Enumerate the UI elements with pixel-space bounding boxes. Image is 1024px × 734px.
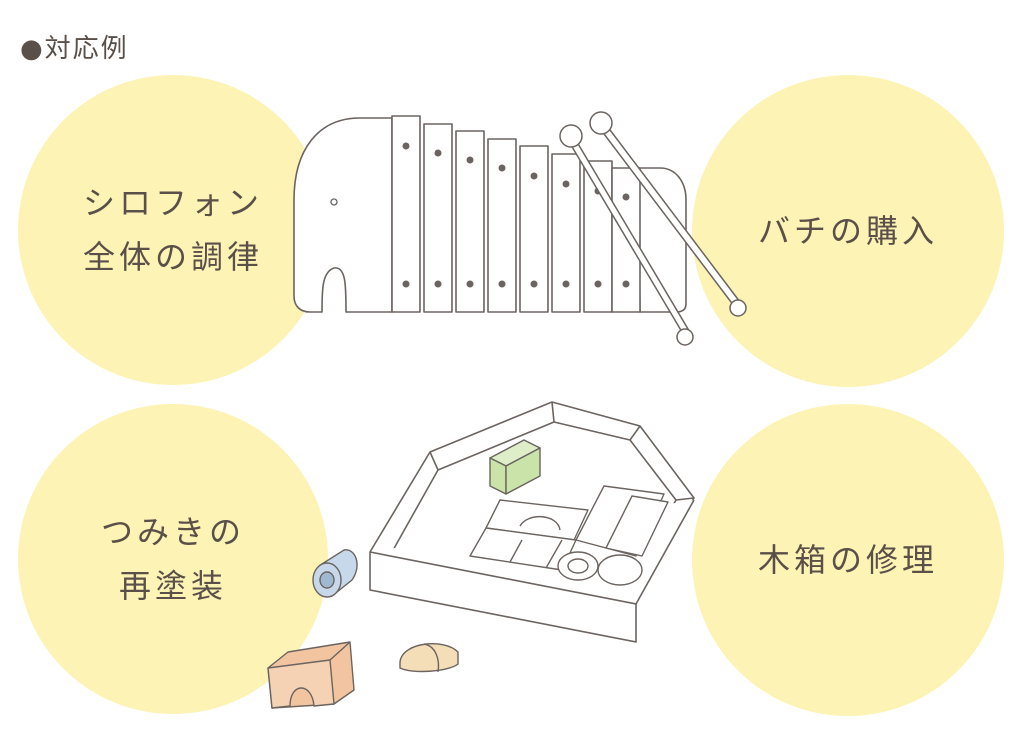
item-label-tuning: シロフォン 全体の調律: [82, 184, 263, 276]
circle-item-repaint: つみきの 再塗装: [18, 404, 328, 714]
circle-item-tuning: シロフォン 全体の調律: [18, 75, 328, 385]
circle-item-mallets: バチの購入: [692, 75, 1004, 387]
item-label-repaint: つみきの 再塗装: [100, 513, 245, 605]
item-label-box-repair: 木箱の修理: [757, 541, 938, 579]
circle-item-box-repair: 木箱の修理: [692, 404, 1004, 716]
item-label-mallets: バチの購入: [757, 212, 938, 250]
section-heading: ●対応例: [20, 34, 129, 64]
